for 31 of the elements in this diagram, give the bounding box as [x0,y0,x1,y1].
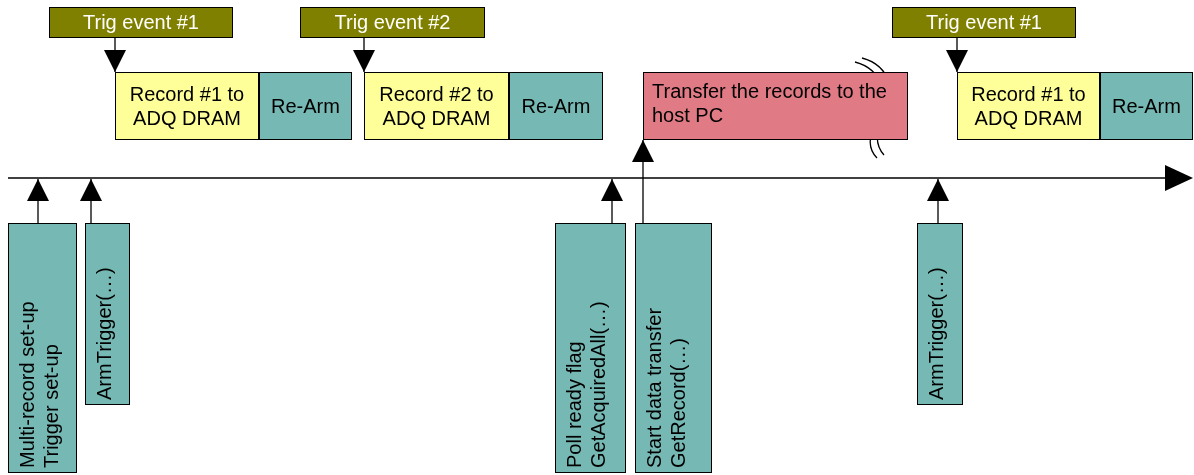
function-call-box [635,223,712,473]
function-call-text: GetAcquiredAll(…) [586,300,610,468]
arrow [601,178,623,224]
record-box: Record #2 to ADQ DRAM [364,72,509,140]
function-call-text: Multi-record set-up [15,300,39,468]
re-arm-box: Re-Arm [1100,72,1193,140]
arrow [946,37,968,73]
function-call-text: GetRecord(…) [666,336,690,468]
arrow [80,178,102,224]
arrow [632,139,654,224]
trigger-event-box: Trig event #2 [300,7,485,38]
arrow [27,178,49,224]
arrow [104,37,126,73]
function-call-box [85,223,130,405]
arrow [927,178,949,224]
re-arm-box: Re-Arm [259,72,352,140]
function-call-text: ArmTrigger(…) [924,266,948,400]
function-call-box [917,223,963,405]
record-box: Record #1 to ADQ DRAM [957,72,1100,140]
function-call-text: ArmTrigger(…) [92,266,116,400]
trigger-event-box: Trig event #1 [49,7,233,38]
transfer-box: Transfer the records to the host PC [643,72,908,140]
function-call-text: Poll ready flag [562,340,586,468]
function-call-box [555,223,626,473]
function-call-text: Start data transfer [642,306,666,468]
record-box: Record #1 to ADQ DRAM [115,72,259,140]
function-call-box [8,223,77,473]
arrow [353,37,375,73]
re-arm-box: Re-Arm [509,72,603,140]
trigger-event-box: Trig event #1 [892,7,1076,38]
function-call-text: Trigger set-up [39,343,63,468]
